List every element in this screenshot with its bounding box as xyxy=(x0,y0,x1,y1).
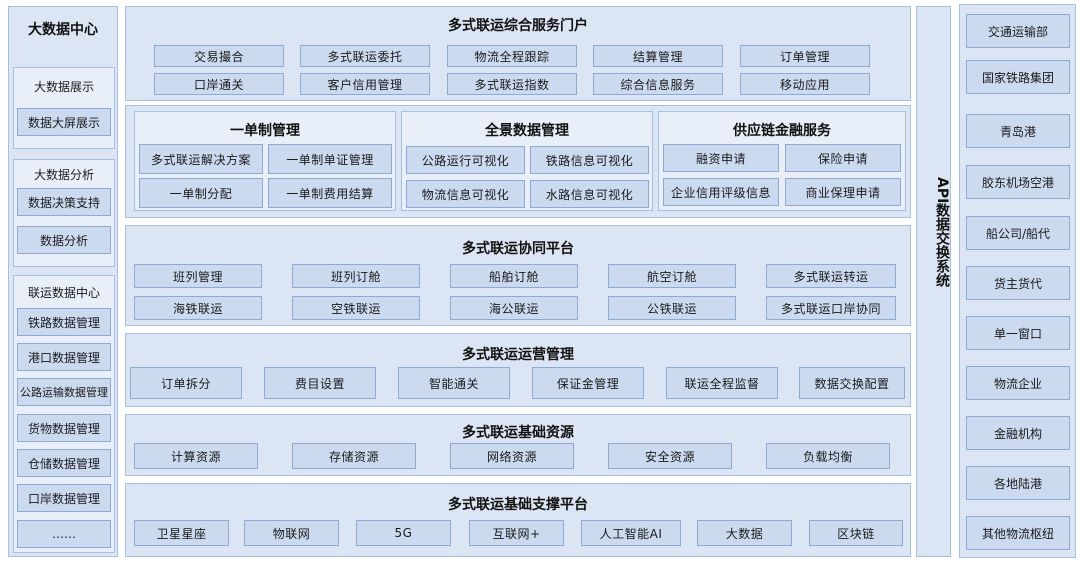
customs-port-data-button[interactable]: 口岸数据管理 xyxy=(17,484,111,512)
sea-rail-button[interactable]: 海铁联运 xyxy=(134,296,262,320)
support-platform-panel: 多式联运基础支撑平台 卫星星座 物联网 5G 互联网+ 人工智能AI 大数据 区… xyxy=(125,483,911,557)
portal-settlement[interactable]: 结算管理 xyxy=(593,45,723,67)
intermodal-port-coordination-button[interactable]: 多式联运口岸协同 xyxy=(766,296,896,320)
air-booking-button[interactable]: 航空订舱 xyxy=(608,264,736,288)
intermodal-transfer-button[interactable]: 多式联运转运 xyxy=(766,264,896,288)
single-document-fee-settlement-button[interactable]: 一单制费用结算 xyxy=(268,178,392,208)
national-railway-group-button[interactable]: 国家铁路集团 xyxy=(966,60,1070,94)
cargo-data-button[interactable]: 货物数据管理 xyxy=(17,414,111,442)
portal-order-management[interactable]: 订单管理 xyxy=(740,45,870,67)
panorama-data-box: 全景数据管理 公路运行可视化 铁路信息可视化 物流信息可视化 水路信息可视化 xyxy=(401,111,653,211)
financial-institution-button[interactable]: 金融机构 xyxy=(966,416,1070,450)
big-data-analysis-group: 大数据分析 数据决策支持 数据分析 xyxy=(13,159,115,267)
railway-data-button[interactable]: 铁路数据管理 xyxy=(17,308,111,336)
single-document-allocation-button[interactable]: 一单制分配 xyxy=(139,178,263,208)
other-logistics-hubs-button[interactable]: 其他物流枢纽 xyxy=(966,516,1070,550)
data-decision-support-button[interactable]: 数据决策支持 xyxy=(17,188,111,216)
logistics-visualization-button[interactable]: 物流信息可视化 xyxy=(406,180,525,208)
data-analysis-button[interactable]: 数据分析 xyxy=(17,226,111,254)
road-transport-data-button[interactable]: 公路运输数据管理 xyxy=(17,378,111,406)
support-platform-title: 多式联运基础支撑平台 xyxy=(448,497,588,513)
big-data-center-title: 大数据中心 xyxy=(28,22,98,38)
panorama-data-title: 全景数据管理 xyxy=(485,123,569,139)
intermodal-data-center-label: 联运数据中心 xyxy=(27,286,100,300)
ministry-of-transport-button[interactable]: 交通运输部 xyxy=(966,14,1070,48)
external-parties-panel: 交通运输部 国家铁路集团 青岛港 胶东机场空港 船公司/船代 货主货代 单一窗口… xyxy=(959,4,1076,558)
supply-chain-finance-title: 供应链金融服务 xyxy=(733,123,831,139)
big-data-center-panel: 大数据中心 大数据展示 数据大屏展示 大数据分析 数据决策支持 数据分析 联运数… xyxy=(8,6,118,557)
portal-customs-clearance[interactable]: 口岸通关 xyxy=(154,73,284,95)
api-data-exchange-title: API数据交换系统 xyxy=(934,177,950,288)
credit-rating-button[interactable]: 企业信用评级信息 xyxy=(663,178,779,206)
sea-road-button[interactable]: 海公联运 xyxy=(450,296,578,320)
management-panel: 一单制管理 多式联运解决方案 一单制单证管理 一单制分配 一单制费用结算 全景数… xyxy=(125,105,911,218)
train-booking-button[interactable]: 班列订舱 xyxy=(292,264,420,288)
security-resource-button[interactable]: 安全资源 xyxy=(608,443,732,469)
intermodal-solution-button[interactable]: 多式联运解决方案 xyxy=(139,144,263,174)
data-screen-display-button[interactable]: 数据大屏展示 xyxy=(17,108,111,136)
logistics-enterprise-button[interactable]: 物流企业 xyxy=(966,366,1070,400)
portal-mobile-app[interactable]: 移动应用 xyxy=(740,73,870,95)
qingdao-port-button[interactable]: 青岛港 xyxy=(966,114,1070,148)
single-document-certificate-button[interactable]: 一单制单证管理 xyxy=(268,144,392,174)
railway-visualization-button[interactable]: 铁路信息可视化 xyxy=(530,146,649,174)
operations-management-panel: 多式联运运营管理 订单拆分 费目设置 智能通关 保证金管理 联运全程监督 数据交… xyxy=(125,333,911,407)
shipper-forwarder-button[interactable]: 货主货代 xyxy=(966,266,1070,300)
big-data-display-label: 大数据展示 xyxy=(33,80,94,94)
load-balance-button[interactable]: 负载均衡 xyxy=(766,443,890,469)
insurance-application-button[interactable]: 保险申请 xyxy=(785,144,901,172)
road-visualization-button[interactable]: 公路运行可视化 xyxy=(406,146,525,174)
5g-button[interactable]: 5G xyxy=(356,520,451,546)
more-ellipsis-button[interactable]: …… xyxy=(17,520,111,548)
blockchain-button[interactable]: 区块链 xyxy=(809,520,903,546)
intermodal-data-center-group: 联运数据中心 铁路数据管理 港口数据管理 公路运输数据管理 货物数据管理 仓储数… xyxy=(13,275,115,553)
collaboration-platform-panel: 多式联运协同平台 班列管理 班列订舱 船舶订舱 航空订舱 多式联运转运 海铁联运… xyxy=(125,225,911,326)
road-rail-button[interactable]: 公铁联运 xyxy=(608,296,736,320)
portal-title: 多式联运综合服务门户 xyxy=(448,18,588,34)
internet-plus-button[interactable]: 互联网+ xyxy=(469,520,564,546)
iot-button[interactable]: 物联网 xyxy=(244,520,339,546)
basic-resources-panel: 多式联运基础资源 计算资源 存储资源 网络资源 安全资源 负载均衡 xyxy=(125,414,911,476)
financing-application-button[interactable]: 融资申请 xyxy=(663,144,779,172)
warehouse-data-button[interactable]: 仓储数据管理 xyxy=(17,449,111,477)
inland-ports-button[interactable]: 各地陆港 xyxy=(966,466,1070,500)
api-data-exchange-column: API数据交换系统 xyxy=(916,6,951,557)
compute-resource-button[interactable]: 计算资源 xyxy=(134,443,258,469)
single-document-title: 一单制管理 xyxy=(230,123,300,139)
commercial-factoring-button[interactable]: 商业保理申请 xyxy=(785,178,901,206)
ai-button[interactable]: 人工智能AI xyxy=(581,520,681,546)
big-data-display-group: 大数据展示 数据大屏展示 xyxy=(13,67,115,149)
storage-resource-button[interactable]: 存储资源 xyxy=(292,443,416,469)
portal-intermodal-index[interactable]: 多式联运指数 xyxy=(447,73,577,95)
portal-panel: 多式联运综合服务门户 交易撮合 多式联运委托 物流全程跟踪 结算管理 订单管理 … xyxy=(125,6,911,101)
portal-credit-management[interactable]: 客户信用管理 xyxy=(300,73,430,95)
deposit-management-button[interactable]: 保证金管理 xyxy=(532,367,644,399)
big-data-analysis-label: 大数据分析 xyxy=(33,168,94,182)
train-management-button[interactable]: 班列管理 xyxy=(134,264,262,288)
big-data-button[interactable]: 大数据 xyxy=(697,520,792,546)
full-supervision-button[interactable]: 联运全程监督 xyxy=(666,367,778,399)
portal-logistics-tracking[interactable]: 物流全程跟踪 xyxy=(447,45,577,67)
network-resource-button[interactable]: 网络资源 xyxy=(450,443,574,469)
waterway-visualization-button[interactable]: 水路信息可视化 xyxy=(530,180,649,208)
basic-resources-title: 多式联运基础资源 xyxy=(462,425,574,441)
portal-intermodal-entrust[interactable]: 多式联运委托 xyxy=(300,45,430,67)
order-split-button[interactable]: 订单拆分 xyxy=(130,367,242,399)
jiaodong-airport-button[interactable]: 胶东机场空港 xyxy=(966,165,1070,199)
single-window-button[interactable]: 单一窗口 xyxy=(966,316,1070,350)
operations-management-title: 多式联运运营管理 xyxy=(462,347,574,363)
portal-info-service[interactable]: 综合信息服务 xyxy=(593,73,723,95)
portal-trade-matching[interactable]: 交易撮合 xyxy=(154,45,284,67)
fee-setting-button[interactable]: 费目设置 xyxy=(264,367,376,399)
satellite-constellation-button[interactable]: 卫星星座 xyxy=(134,520,229,546)
air-rail-button[interactable]: 空铁联运 xyxy=(292,296,420,320)
single-document-box: 一单制管理 多式联运解决方案 一单制单证管理 一单制分配 一单制费用结算 xyxy=(134,111,396,211)
supply-chain-finance-box: 供应链金融服务 融资申请 保险申请 企业信用评级信息 商业保理申请 xyxy=(658,111,906,211)
data-exchange-config-button[interactable]: 数据交换配置 xyxy=(799,367,905,399)
collaboration-platform-title: 多式联运协同平台 xyxy=(462,241,574,257)
ship-booking-button[interactable]: 船舶订舱 xyxy=(450,264,578,288)
smart-clearance-button[interactable]: 智能通关 xyxy=(398,367,510,399)
port-data-button[interactable]: 港口数据管理 xyxy=(17,343,111,371)
shipping-company-button[interactable]: 船公司/船代 xyxy=(966,216,1070,250)
